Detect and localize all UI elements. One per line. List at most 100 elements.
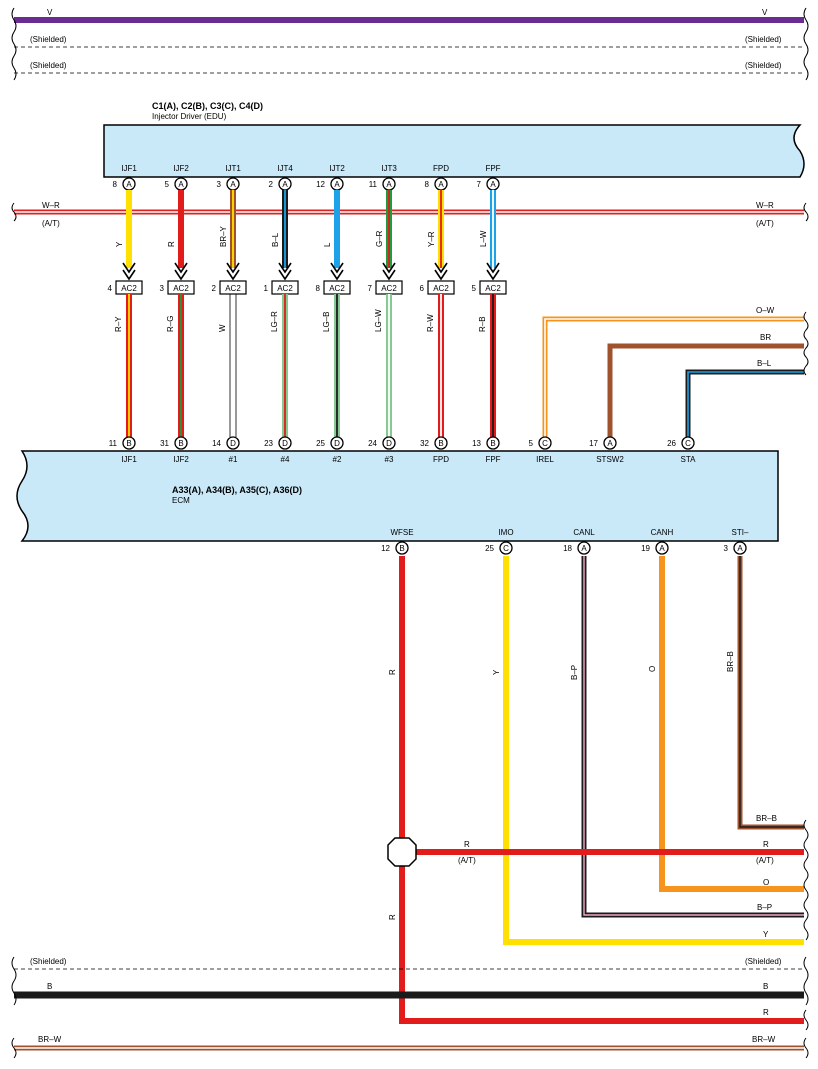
chevron-arrow-icon xyxy=(330,262,344,281)
edu-pin-conn: A xyxy=(490,180,496,189)
edu-pin-conn: A xyxy=(178,180,184,189)
ecm-top-pin-number: 14 xyxy=(212,439,221,448)
lower-wire-label: LG–W xyxy=(374,309,383,332)
r-vertical-label: R xyxy=(388,669,397,675)
ecm-top-pin-number: 32 xyxy=(420,439,429,448)
ac2-label: AC2 xyxy=(329,284,345,293)
edu-box xyxy=(103,124,805,178)
brb-vertical-label: BR–B xyxy=(726,651,735,672)
ecm-top-pin-circle xyxy=(330,436,344,450)
edu-pin-name: IJF2 xyxy=(173,164,189,173)
edu-pin-conn: A xyxy=(386,180,392,189)
y-vertical-label: Y xyxy=(492,669,501,675)
r-at-label-right: R xyxy=(763,840,769,849)
upper-wire-label: R xyxy=(167,241,176,247)
edu-pin-number: 11 xyxy=(369,180,378,189)
ecm-top-pin-number: 17 xyxy=(589,439,598,448)
upper-wire-label: Y xyxy=(115,241,124,247)
break-mark-right-wires xyxy=(803,311,809,376)
ecm-top-pin-conn: D xyxy=(386,439,392,448)
bl-wire xyxy=(685,369,804,438)
edu-pin-number: 2 xyxy=(269,180,274,189)
ecm-top-pin-circle xyxy=(434,436,448,450)
ecm-top-pin-name: IJF2 xyxy=(173,455,189,464)
edu-pin-name: IJT3 xyxy=(381,164,397,173)
wr-sub-right: (A/T) xyxy=(756,219,774,228)
ow-label: O–W xyxy=(756,306,775,315)
o-vertical-label: O xyxy=(648,666,657,672)
upper-wire-label: B–L xyxy=(271,232,280,247)
ecm-top-pin-circle xyxy=(278,436,292,450)
r-vertical-label-2: R xyxy=(388,914,397,920)
ecm-top-pin-circle xyxy=(174,436,188,450)
ecm-top-pin-circle xyxy=(382,436,396,450)
ac2-label: AC2 xyxy=(121,284,137,293)
chevron-arrow-icon xyxy=(278,262,292,281)
ecm-top-pin-name: #1 xyxy=(229,455,238,464)
break-mark-left-top xyxy=(11,7,17,81)
edu-pin-name: FPF xyxy=(485,164,500,173)
shielded-bottom-left: (Shielded) xyxy=(30,957,67,966)
lower-wire-label: R–Y xyxy=(114,316,123,332)
ecm-bottom-pin-number: 18 xyxy=(563,544,572,553)
edu-connectors-label: C1(A), C2(B), C3(C), C4(D) xyxy=(152,101,263,111)
edu-pin-conn: A xyxy=(282,180,288,189)
break-mark-bottom-right xyxy=(803,819,809,1059)
edu-component: C1(A), C2(B), C3(C), C4(D) Injector Driv… xyxy=(103,101,805,178)
edu-pin-number: 7 xyxy=(477,180,482,189)
break-mark-wr-right xyxy=(803,202,809,222)
ecm-top-pin-name: #2 xyxy=(333,455,342,464)
top-wire-group: V V (Shielded) (Shielded) (Shielded) (Sh… xyxy=(11,7,809,81)
edu-pin-number: 12 xyxy=(316,180,325,189)
brb-wire xyxy=(737,556,804,830)
ecm-top-pin-name: IREL xyxy=(536,455,554,464)
ecm-top-pin-number: 23 xyxy=(264,439,273,448)
ecm-top-pin-name: #4 xyxy=(281,455,290,464)
ecm-bottom-pin-conn: A xyxy=(737,544,743,553)
ecm-bottom-pin-circle xyxy=(577,541,591,555)
br-label: BR xyxy=(760,333,771,342)
ecm-top-pin-name: STA xyxy=(681,455,697,464)
ecm-top-pins: B11IJF1B31IJF2D14#1D23#4D25#2D24#3B32FPD… xyxy=(109,436,697,464)
upper-wire-label: Y–R xyxy=(427,231,436,247)
ecm-top-pin-circle xyxy=(122,436,136,450)
shielded-label-2-left: (Shielded) xyxy=(30,61,67,70)
ecm-bottom-pin-conn: B xyxy=(399,544,404,553)
ecm-component: A33(A), A34(B), A35(C), A36(D) ECM xyxy=(16,450,779,542)
ecm-top-pin-conn: A xyxy=(607,439,613,448)
ecm-top-pin-number: 24 xyxy=(368,439,377,448)
ac2-pin-number: 7 xyxy=(368,284,373,293)
ecm-top-pin-conn: B xyxy=(178,439,183,448)
y-label: Y xyxy=(763,930,769,939)
edu-pin-conn: A xyxy=(334,180,340,189)
chevron-arrow-icon xyxy=(382,262,396,281)
ecm-top-pin-name: IJF1 xyxy=(121,455,137,464)
lower-wire-label: LG–R xyxy=(270,311,279,332)
lower-wire-label: W xyxy=(218,324,227,332)
brw-label-right: BR–W xyxy=(752,1035,776,1044)
brb-wire-stripe xyxy=(739,556,804,828)
ecm-bottom-pin-name: CANL xyxy=(573,528,595,537)
o-wire xyxy=(659,556,804,892)
upper-wire-label: G–R xyxy=(375,230,384,247)
upper-wire-label: L xyxy=(323,242,332,247)
ac2-pin-number: 3 xyxy=(160,284,165,293)
ac2-label: AC2 xyxy=(173,284,189,293)
ecm-top-pin-conn: C xyxy=(542,439,548,448)
ecm-top-pin-number: 25 xyxy=(316,439,325,448)
r-at-sub: (A/T) xyxy=(458,856,476,865)
ecm-top-pin-number: 31 xyxy=(160,439,169,448)
ecm-bottom-pin-name: STI– xyxy=(732,528,749,537)
v-wire-label-left: V xyxy=(47,8,53,17)
shielded-label-1-right: (Shielded) xyxy=(745,35,782,44)
ecm-top-pin-number: 11 xyxy=(109,439,118,448)
ac2-pin-number: 6 xyxy=(420,284,425,293)
lower-wire-label: R–W xyxy=(426,314,435,332)
ecm-bottom-pin-number: 19 xyxy=(641,544,650,553)
ecm-top-pin-number: 5 xyxy=(529,439,534,448)
ecm-bottom-pin-conn: A xyxy=(659,544,665,553)
bp-vertical-label: B–P xyxy=(570,665,579,680)
right-wires-group: O–W BR B–L xyxy=(542,306,809,438)
